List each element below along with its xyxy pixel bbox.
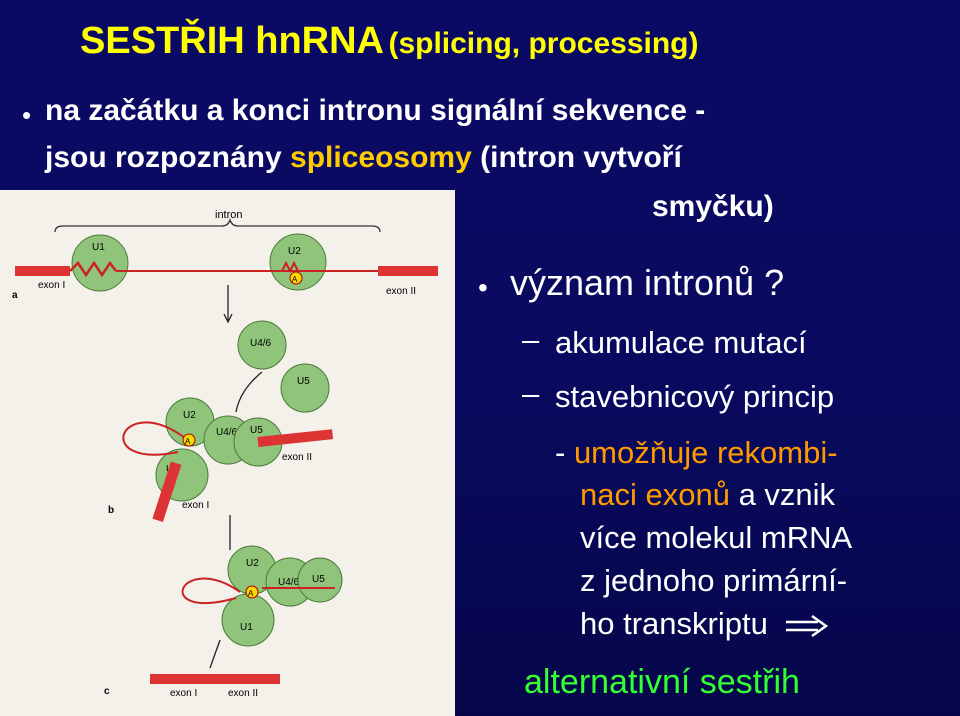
dash-2: –	[522, 376, 540, 411]
fig-exon2-b	[257, 429, 334, 447]
fig-exon1-a	[15, 266, 70, 276]
bullet-dot-1: •	[22, 100, 32, 130]
fig-u46-c-label: U4/6	[278, 577, 300, 588]
detail-l1-dash: -	[555, 435, 574, 470]
fig-u46-free	[237, 320, 287, 370]
fig-panel-b: b	[108, 505, 114, 516]
fig-A-a-label: A	[292, 275, 298, 284]
detail-l2-highlight: naci exonů	[580, 477, 730, 512]
detail-line3: více molekul mRNA	[580, 520, 853, 555]
fig-u1-c-label: U1	[240, 622, 253, 633]
detail-l5-text: ho transkriptu	[580, 606, 768, 641]
fig-arrowhead-a	[223, 313, 233, 324]
fig-exon1-a-label: exon I	[38, 280, 65, 291]
fig-u5-c	[297, 557, 343, 603]
fig-A-a	[289, 271, 303, 285]
fig-arrow-b	[235, 371, 263, 413]
fig-u2-b-label: U2	[183, 410, 196, 421]
fig-A-c-label: A	[248, 589, 254, 598]
bullet1-line2-a: jsou rozpoznány	[45, 141, 282, 174]
fig-exon2-b-label: exon II	[282, 452, 312, 463]
fig-u2-c-label: U2	[246, 558, 259, 569]
fig-u1-a-label: U1	[92, 242, 105, 253]
fig-exon1-b-label: exon I	[182, 500, 209, 511]
bullet1-highlight: spliceosomy	[290, 141, 472, 174]
fig-u2-a-label: U2	[288, 246, 301, 257]
splicing-figure: intron U1 U2 A exon I exon II a U4/6 U5	[0, 190, 455, 716]
bullet1-line3: smyčku)	[652, 190, 774, 223]
fig-u5-free-label: U5	[297, 376, 310, 387]
fig-exon2-c-label: exon II	[228, 688, 258, 699]
sub1-text: akumulace mutací	[555, 325, 807, 360]
fig-exon1-c	[150, 674, 220, 684]
conclusion: alternativní sestřih	[524, 663, 800, 701]
detail-l2-rest: a vznik	[729, 477, 836, 512]
fig-exon2-a	[378, 266, 438, 276]
splicing-diagram: intron U1 U2 A exon I exon II a U4/6 U5	[12, 209, 438, 699]
detail-line5: ho transkriptu	[580, 606, 830, 642]
bullet1-line2: jsou rozpoznány spliceosomy (intron vytv…	[45, 141, 682, 175]
bullet1-line2-c: (intron vytvoří	[480, 141, 682, 174]
fig-panel-a: a	[12, 290, 18, 301]
fig-exon2-a-label: exon II	[386, 286, 416, 297]
fig-A-b	[182, 433, 196, 447]
detail-line4: z jednoho primární-	[580, 563, 848, 598]
title-sub: (splicing, processing)	[388, 27, 699, 60]
fig-u2-a	[269, 233, 327, 291]
fig-u1-c	[221, 593, 275, 647]
implies-arrow-icon	[786, 614, 829, 637]
dash-1: –	[522, 322, 540, 357]
fig-u5-c-label: U5	[312, 574, 325, 585]
fig-intron-label: intron	[215, 209, 243, 221]
fig-panel-c: c	[104, 686, 110, 697]
fig-A-c	[245, 585, 259, 599]
fig-exon1-c-label: exon I	[170, 688, 197, 699]
fig-A-b-label: A	[185, 437, 191, 446]
fig-intron-brace	[54, 217, 381, 233]
fig-lariat-c	[181, 577, 241, 604]
detail-line1: - umožňuje rekombi-	[555, 435, 838, 471]
fig-5ss-a	[69, 260, 117, 278]
fig-u46-b-label: U4/6	[216, 427, 238, 438]
fig-exon2-c	[220, 674, 280, 684]
fig-lariat-b	[122, 421, 186, 456]
fig-u46-free-label: U4/6	[250, 338, 272, 349]
bullet-dot-2: •	[478, 272, 488, 303]
fig-branch-a	[281, 260, 299, 274]
bullet1-line1: na začátku a konci intronu signální sekv…	[45, 94, 706, 127]
sub2-text: stavebnicový princip	[555, 379, 835, 414]
bullet2-text: význam intronů ?	[510, 262, 785, 303]
slide-title: SESTŘIH hnRNA (splicing, processing)	[80, 20, 699, 63]
title-main: SESTŘIH hnRNA	[80, 20, 384, 62]
fig-u5-b-label: U5	[250, 425, 263, 436]
fig-u5-free	[280, 363, 330, 413]
detail-l1-highlight: umožňuje rekombi-	[573, 435, 838, 470]
detail-line2: naci exonů a vznik	[580, 477, 835, 513]
fig-arrow-c	[209, 639, 221, 669]
fig-exon1-b	[152, 461, 182, 522]
